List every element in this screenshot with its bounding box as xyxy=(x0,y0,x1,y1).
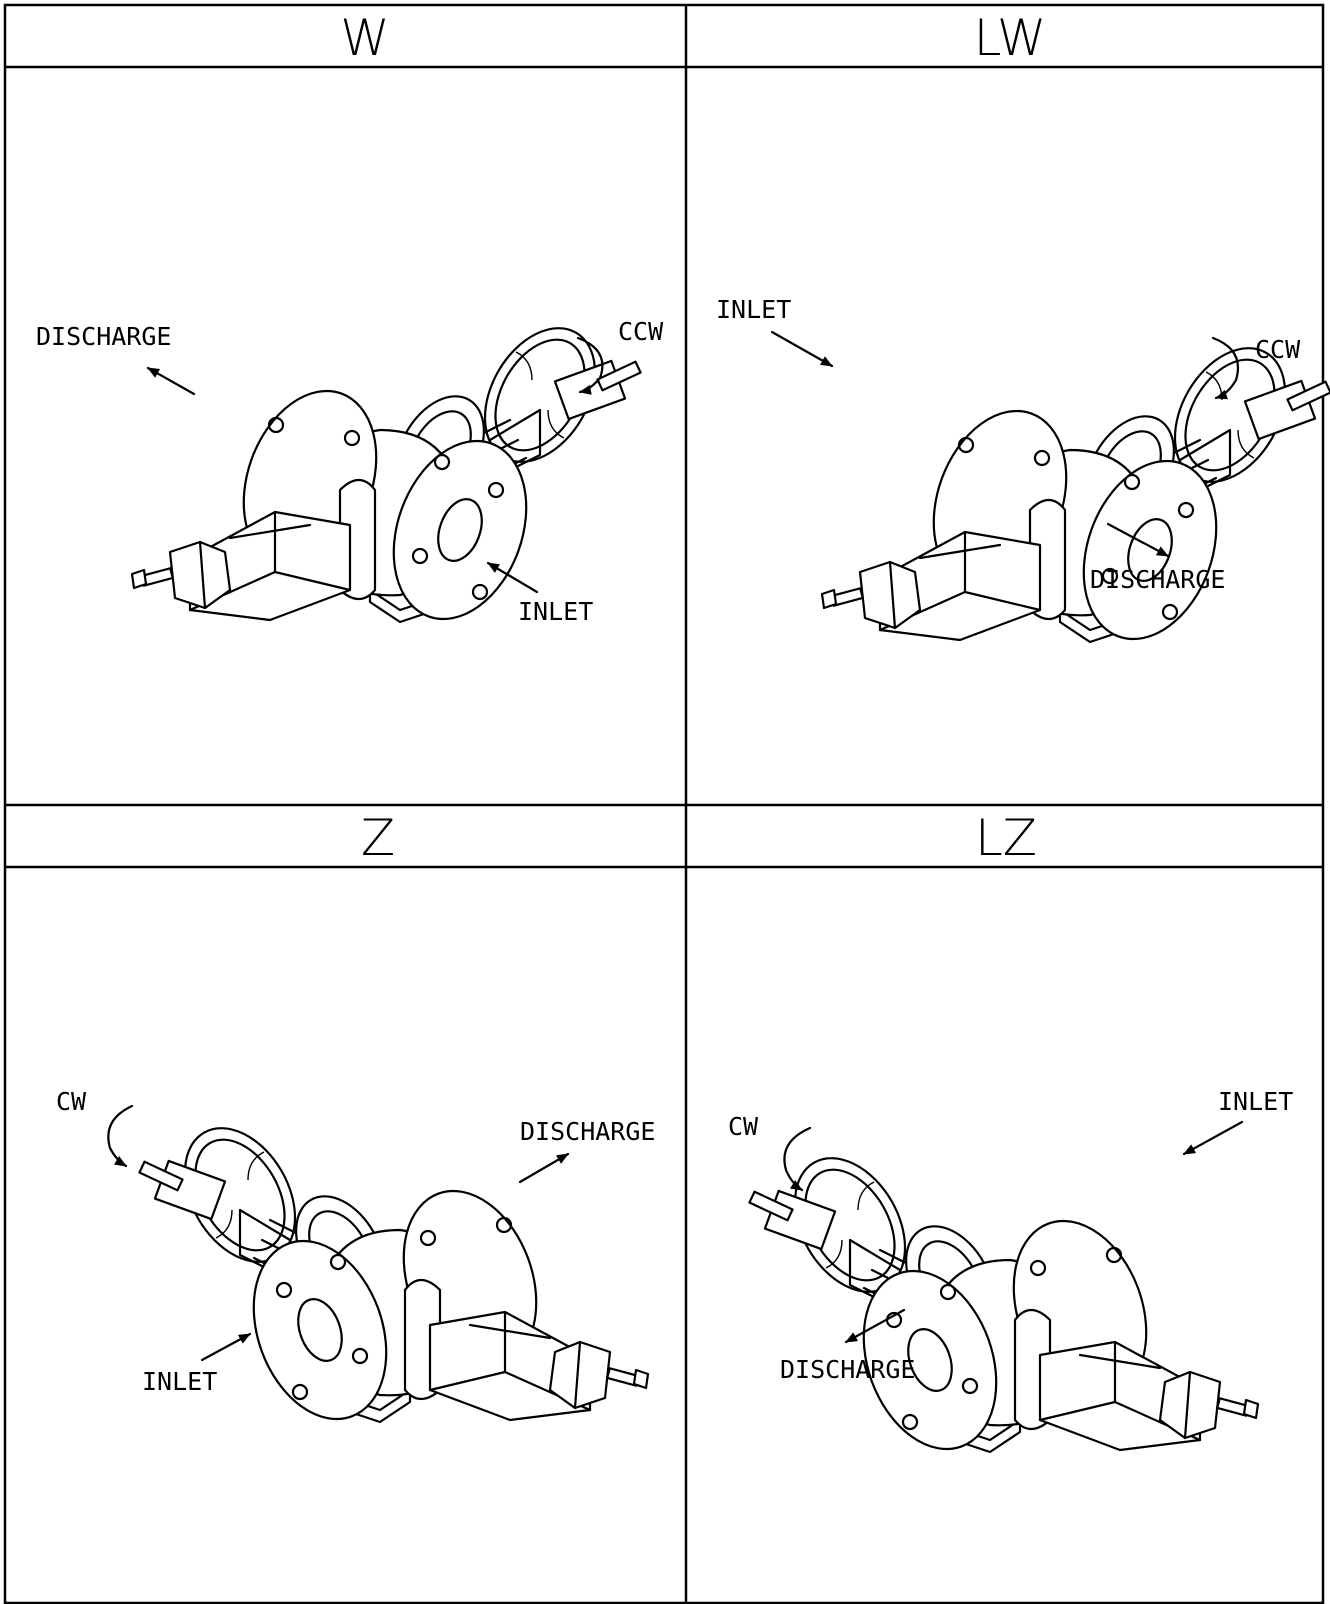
discharge-label: DISCHARGE xyxy=(36,322,171,351)
rotation-label: CCW xyxy=(618,317,664,346)
panel-lz-title: LZ xyxy=(975,809,1037,867)
rotation-label: CW xyxy=(728,1112,759,1141)
rotation-label: CCW xyxy=(1255,335,1301,364)
rotation-arrow-icon xyxy=(783,1126,812,1192)
discharge-label: DISCHARGE xyxy=(1090,565,1225,594)
inlet-label: INLET xyxy=(1218,1087,1293,1116)
inlet-arrow-icon xyxy=(200,1332,252,1362)
inlet-arrow-icon xyxy=(1182,1120,1244,1156)
inlet-arrow-icon xyxy=(486,561,539,594)
inlet-label: INLET xyxy=(716,295,791,324)
panel-lw-title: LW xyxy=(974,9,1047,67)
panel-lz-drawing: CW INLET DISCHARGE xyxy=(728,1087,1293,1469)
discharge-arrow-icon xyxy=(1106,522,1170,558)
panel-lw-drawing: CCW INLET DISCHARGE xyxy=(716,295,1330,659)
inlet-arrow-icon xyxy=(770,330,834,368)
rotation-arrow-icon xyxy=(1211,336,1240,400)
pump-drawing-lw xyxy=(820,327,1330,659)
rotation-arrow-icon xyxy=(107,1104,134,1168)
rotation-arrow-icon xyxy=(576,336,604,395)
panel-w-title: W xyxy=(340,9,389,67)
inlet-label: INLET xyxy=(518,597,593,626)
discharge-label: DISCHARGE xyxy=(520,1117,655,1146)
panel-w-drawing: CCW DISCHARGE INLET xyxy=(36,307,664,639)
pump-drawing-lz xyxy=(748,1137,1260,1469)
inlet-label: INLET xyxy=(142,1367,217,1396)
discharge-arrow-icon xyxy=(518,1152,570,1184)
panel-z-drawing: CW DISCHARGE INLET xyxy=(56,1087,655,1439)
pump-drawing-w xyxy=(130,307,642,639)
panel-z-title: Z xyxy=(361,809,395,867)
discharge-arrow-icon xyxy=(146,366,196,396)
discharge-arrow-icon xyxy=(844,1308,906,1344)
discharge-label: DISCHARGE xyxy=(780,1355,915,1384)
rotation-label: CW xyxy=(56,1087,87,1116)
